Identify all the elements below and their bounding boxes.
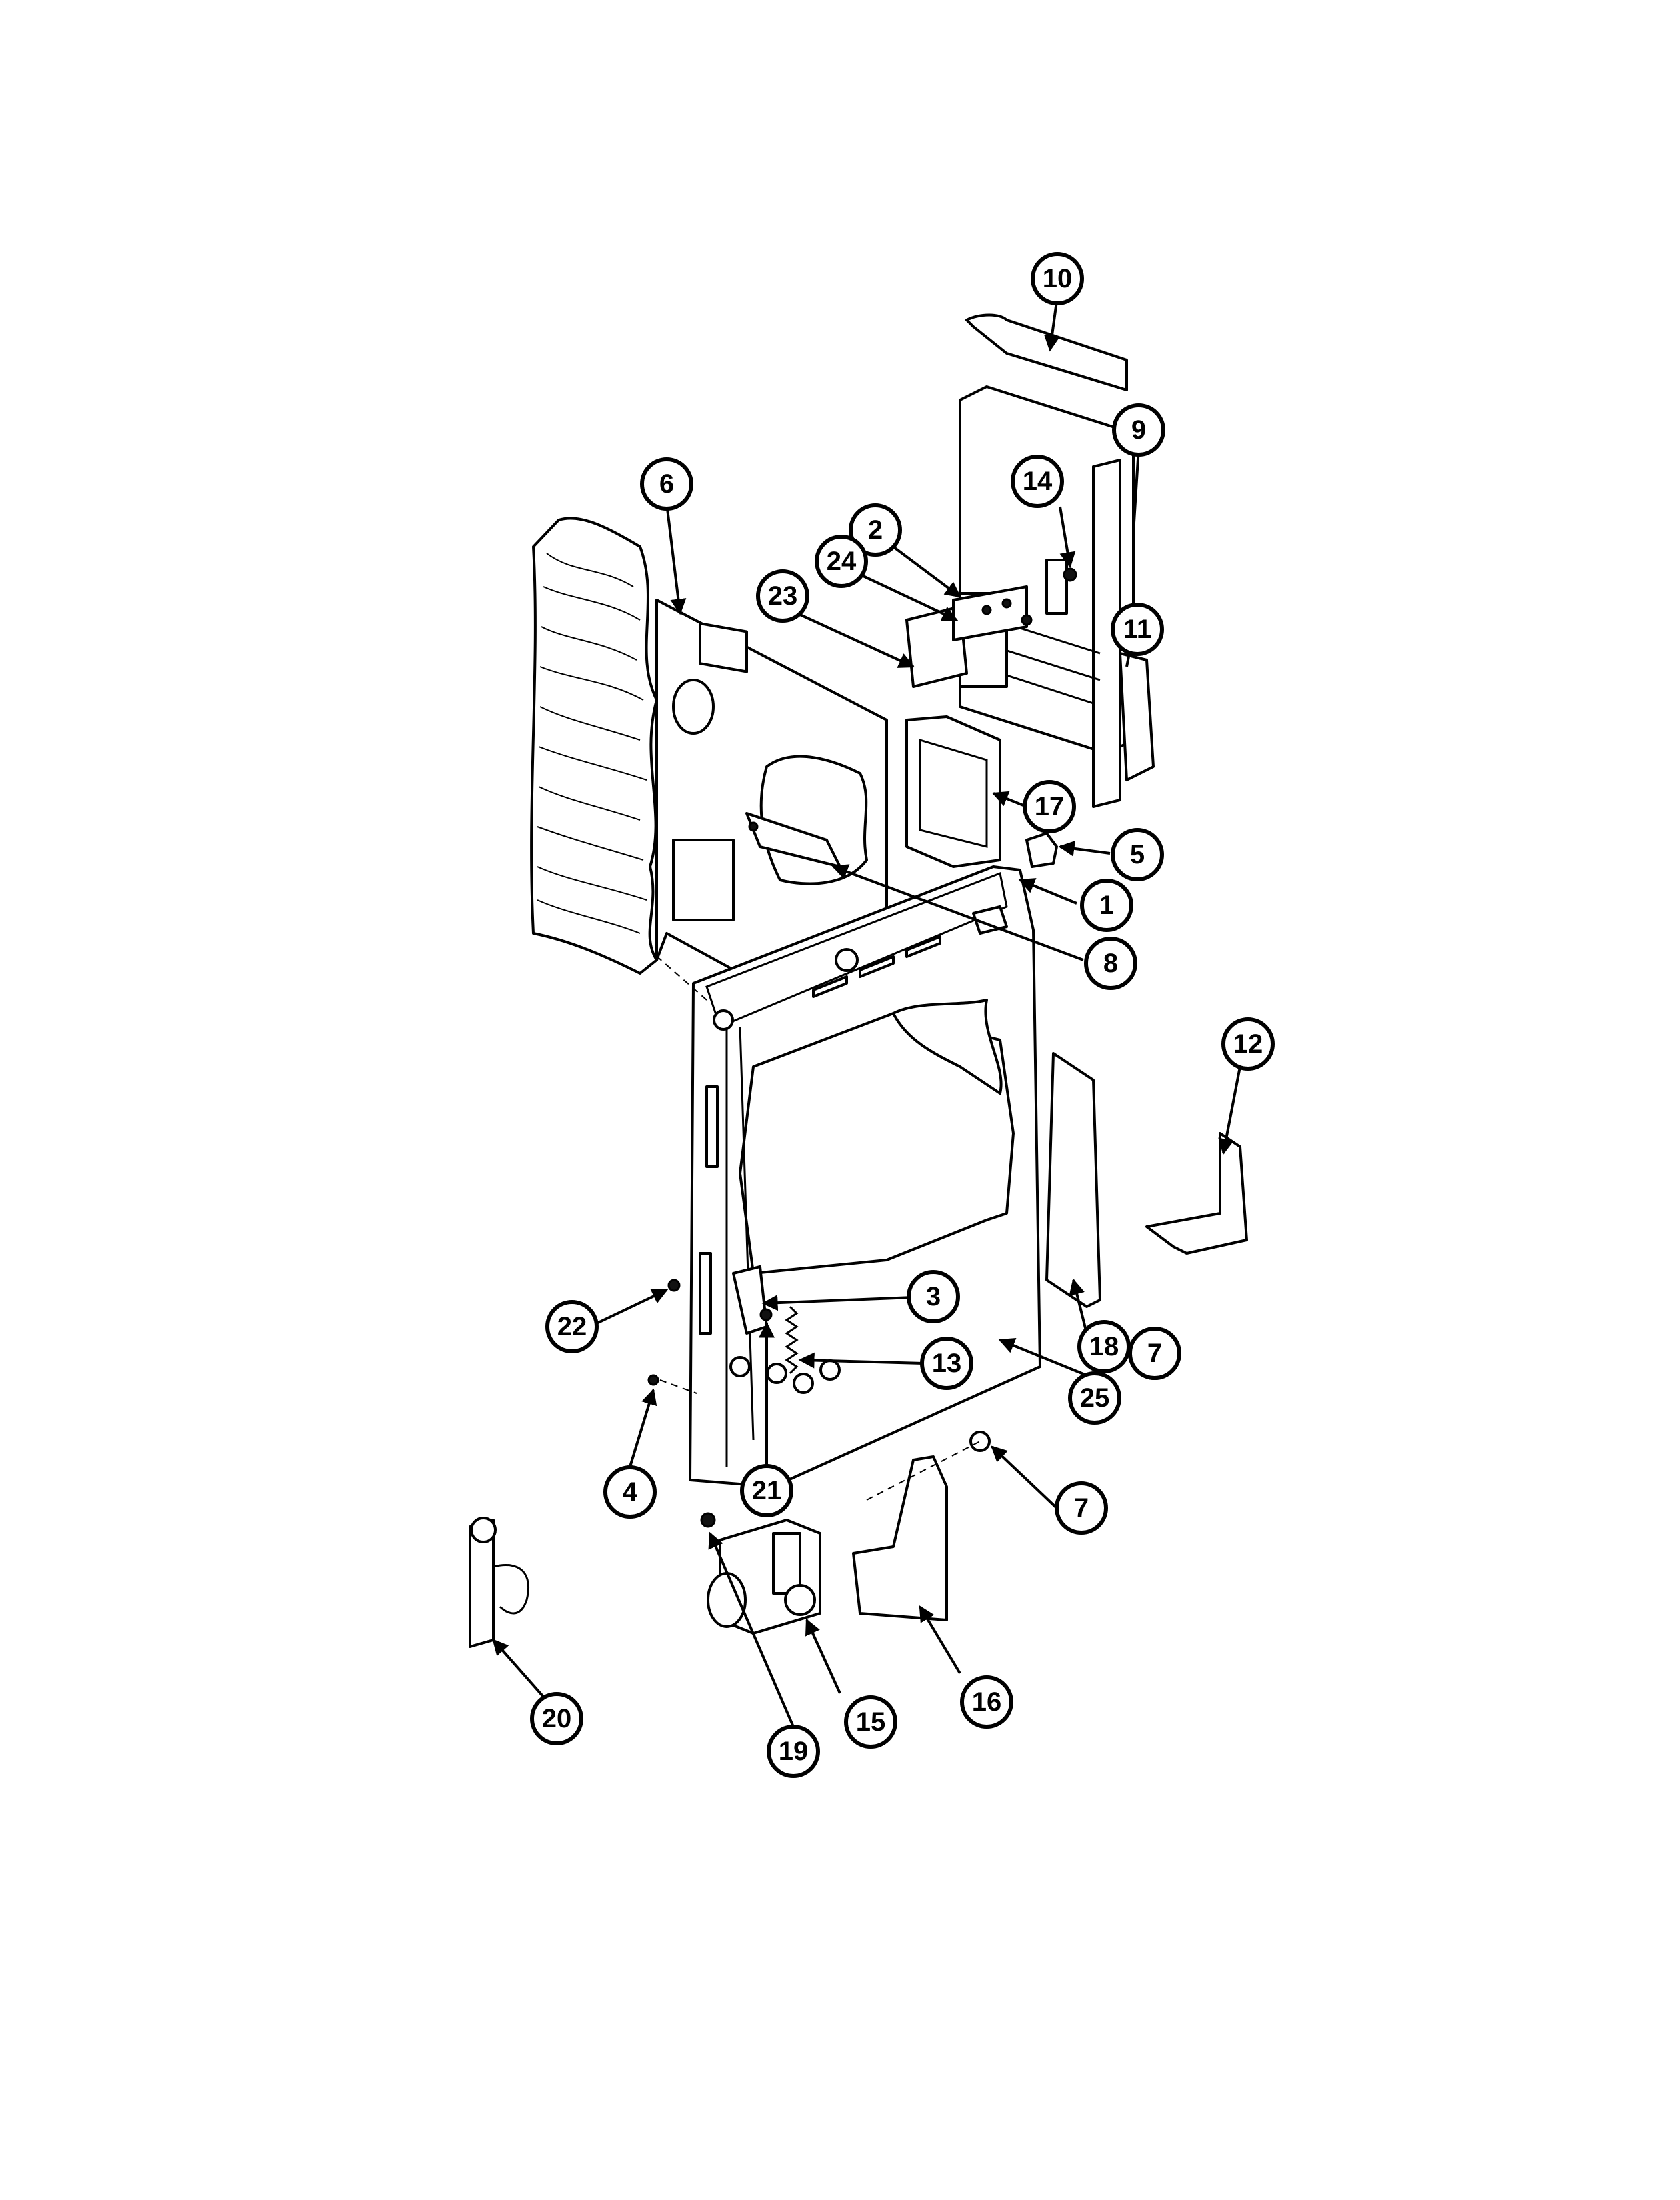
svg-text:25: 25 (1080, 1383, 1110, 1413)
callout-17: 17 (1023, 780, 1076, 833)
callout-22: 22 (545, 1300, 599, 1353)
callout-12: 12 (1221, 1017, 1275, 1071)
svg-text:14: 14 (1023, 467, 1053, 496)
svg-text:1: 1 (1099, 891, 1114, 920)
cover (852, 1455, 948, 1621)
callout-16: 16 (960, 1675, 1013, 1729)
fastener (647, 1374, 659, 1386)
callout-4: 4 (603, 1465, 657, 1519)
svg-text:7: 7 (1147, 1339, 1162, 1368)
svg-text:21: 21 (752, 1476, 782, 1505)
spring (785, 1305, 799, 1375)
svg-text:12: 12 (1233, 1029, 1263, 1059)
svg-text:4: 4 (623, 1477, 638, 1507)
callout-20: 20 (530, 1692, 583, 1745)
callout-10: 10 (1031, 252, 1084, 305)
callout-18: 18 (1077, 1320, 1131, 1373)
svg-text:6: 6 (659, 469, 674, 499)
callout-23: 23 (756, 569, 809, 623)
small-block (1025, 832, 1058, 868)
callout-5: 5 (1111, 828, 1164, 881)
callout-11: 11 (1111, 603, 1164, 656)
svg-text:23: 23 (768, 581, 798, 611)
svg-text:7: 7 (1074, 1493, 1089, 1523)
callout-15: 15 (844, 1695, 897, 1749)
svg-text:19: 19 (779, 1737, 809, 1766)
callout-6: 6 (640, 457, 693, 511)
callout-24: 24 (815, 535, 868, 588)
callout-19: 19 (767, 1725, 820, 1778)
control-hood-assembly (905, 313, 1155, 808)
fastener (759, 1308, 773, 1321)
assembly-line (659, 1379, 697, 1394)
callout-14: 14 (1011, 455, 1064, 508)
callout-8: 8 (1084, 937, 1137, 990)
control-box (905, 715, 1001, 868)
svg-text:9: 9 (1131, 415, 1146, 445)
fastener (700, 1512, 716, 1528)
svg-text:24: 24 (827, 547, 857, 576)
screw (969, 1431, 991, 1452)
svg-text:17: 17 (1035, 792, 1065, 821)
svg-text:2: 2 (868, 515, 883, 545)
svg-text:13: 13 (932, 1349, 962, 1378)
assembly-line (866, 1441, 981, 1501)
svg-text:18: 18 (1089, 1332, 1119, 1361)
callout-25: 25 (1068, 1371, 1121, 1425)
solenoid-assembly (707, 1519, 821, 1635)
fastener (667, 1279, 681, 1292)
clip (469, 1517, 530, 1648)
insulation-blanket (530, 517, 658, 975)
svg-text:8: 8 (1103, 949, 1118, 978)
front-frame (689, 865, 1041, 1488)
callout-3: 3 (907, 1270, 960, 1323)
svg-text:20: 20 (542, 1704, 572, 1733)
callout-13: 13 (920, 1337, 973, 1390)
side-bracket (1045, 1052, 1101, 1308)
svg-text:22: 22 (557, 1312, 587, 1341)
rear-panel (655, 599, 888, 975)
svg-text:16: 16 (972, 1687, 1002, 1717)
callout-9: 9 (1112, 403, 1165, 457)
svg-text:3: 3 (926, 1282, 941, 1311)
svg-text:15: 15 (856, 1707, 886, 1737)
callout-7-right: 7 (1128, 1327, 1181, 1380)
callout-7-lower: 7 (1055, 1481, 1108, 1535)
svg-text:11: 11 (1123, 615, 1151, 644)
callout-2: 2 (849, 503, 902, 557)
callout-1: 1 (1080, 879, 1133, 932)
angle-bracket (1145, 1132, 1248, 1255)
svg-text:10: 10 (1043, 264, 1073, 293)
svg-text:5: 5 (1130, 840, 1145, 869)
callout-21: 21 (740, 1464, 793, 1517)
